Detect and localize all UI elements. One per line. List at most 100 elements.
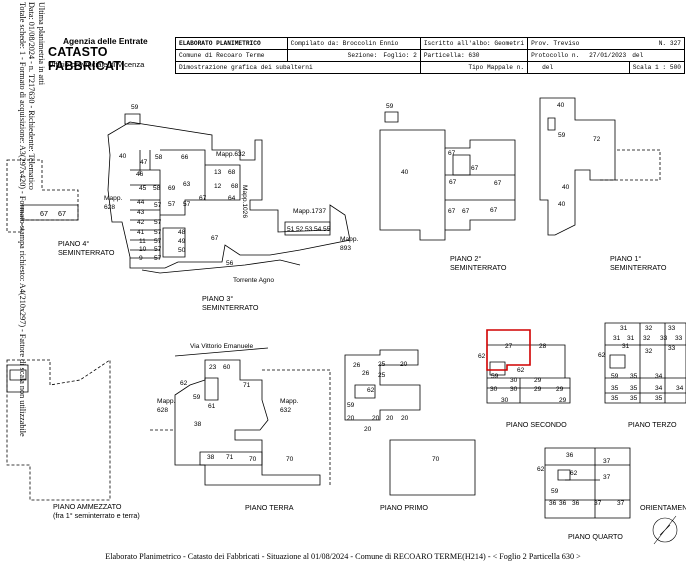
number-unit: 62 (517, 367, 525, 374)
number-unit: 67 (40, 209, 48, 218)
protocol-label: Protocollo n. (531, 52, 580, 59)
number-unit: 62 (598, 352, 606, 359)
number-unit: 57 (168, 201, 176, 208)
number-unit: 57 (154, 238, 162, 245)
label-mapp-632: Mapp.632 (216, 151, 246, 158)
mapp-1737-unit: 51 (287, 226, 295, 233)
number-unit: 66 (181, 154, 189, 161)
number-unit: 41 (137, 229, 145, 236)
number-unit: 30 (510, 377, 518, 384)
label-mapp-632-terra: Mapp. 632 (280, 398, 299, 414)
label-piano-terra: PIANO TERRA (245, 503, 294, 512)
mapp-1737-unit: 54 (314, 226, 322, 233)
highlighted-unit-27 (486, 329, 531, 371)
number-unit: 36 (566, 452, 574, 459)
number-unit: 59 (491, 373, 499, 380)
number-unit: 20 (401, 415, 409, 422)
number-unit: 26 (353, 362, 361, 369)
mapp-1737-unit: 55 (323, 226, 331, 233)
number-unit: 11 (139, 238, 146, 245)
number-unit: 20 (347, 415, 355, 422)
label-orientamento: ORIENTAMENTO (640, 503, 686, 512)
number-unit: 67 (58, 209, 66, 218)
number-unit: 46 (136, 171, 144, 178)
label-piano2-seminterrato: PIANO 2° SEMINTERRATO (450, 254, 507, 272)
plan-piano-quarto (544, 447, 631, 519)
number-unit: 36 (572, 500, 580, 507)
number-unit: 59 (611, 373, 619, 380)
plan-piano-primo (344, 349, 476, 496)
number-unit: 61 (208, 403, 216, 410)
number-unit: 35 (611, 395, 619, 402)
number-unit: 33 (660, 335, 668, 342)
number-unit: 32 (645, 348, 653, 355)
number-unit: 67 (462, 208, 470, 215)
number-unit: 71 (226, 454, 234, 461)
number-unit: 35 (611, 385, 619, 392)
number-unit: 33 (668, 345, 676, 352)
number-unit: 33 (668, 325, 676, 332)
number-unit: 43 (137, 209, 145, 216)
number-unit: 40 (401, 169, 409, 176)
number-unit: 57 (183, 201, 191, 208)
number-unit: 28 (539, 343, 547, 350)
compass-rose (652, 515, 678, 545)
number-unit: 71 (243, 382, 251, 389)
number-unit: 25 (378, 361, 386, 368)
number-unit: 49 (178, 238, 186, 245)
label-mapp-1737: Mapp.1737 (293, 208, 326, 215)
number-unit: 70 (249, 456, 257, 463)
label-mapp-1026: Mapp.1026 (241, 185, 248, 218)
protocol-date: 27/01/2023 (589, 52, 627, 59)
number-unit: 35 (630, 373, 638, 380)
number-unit: 59 (193, 394, 201, 401)
label-mapp-893: Mapp. 893 (340, 236, 359, 252)
logo-title: CATASTO FABBRICATI (48, 45, 125, 73)
number-unit: 68 (228, 169, 236, 176)
scale: Scala 1 : 500 (628, 61, 686, 74)
plan-piano4-seminterrato (6, 159, 79, 233)
number-unit: 35 (655, 395, 663, 402)
number-unit: 38 (194, 421, 202, 428)
unit-27-highlighted: 27 (505, 343, 513, 350)
number-unit: 34 (676, 385, 684, 392)
tipo-del: del (527, 61, 630, 74)
number-unit: 59 (558, 132, 566, 139)
label-torrente-agno: Torrente Agno (233, 277, 275, 284)
number-unit: 29 (534, 377, 542, 384)
number-unit: 20 (386, 415, 394, 422)
number-unit: 35 (630, 385, 638, 392)
label-piano-quarto: PIANO QUARTO (568, 532, 623, 541)
number-unit: 58 (155, 154, 163, 161)
label-piano-secondo: PIANO SECONDO (506, 420, 567, 429)
number-unit: 37 (594, 500, 602, 507)
plan-piano-ammezzato (6, 359, 111, 501)
label-mapp-628: Mapp. 628 (104, 195, 123, 211)
number-unit: 57 (154, 229, 162, 236)
number-unit: 36 (559, 500, 567, 507)
number-unit: 67 (448, 208, 456, 215)
number-unit: 42 (137, 219, 145, 226)
document-header: ELABORATO PLANIMETRICO Compilato da: Bro… (175, 37, 686, 74)
number-unit: 37 (603, 474, 611, 481)
agency-logo: Agenzia delle Entrate CATASTO FABBRICATI… (40, 36, 170, 73)
number-unit: 31 (613, 335, 621, 342)
number-unit: 13 (214, 169, 222, 176)
number-unit: 63 (183, 181, 191, 188)
number-unit: 70 (286, 456, 294, 463)
mapp-1737-unit: 53 (305, 226, 313, 233)
plan-piano2-seminterrato (379, 111, 516, 241)
number-unit: 67 (199, 195, 207, 202)
label-piano4-seminterrato: PIANO 4° SEMINTERRATO (58, 239, 115, 257)
label-via-vittorio-emanuele: Via Vittorio Emanuele (190, 343, 254, 350)
number-unit: 67 (211, 235, 219, 242)
number-unit: 67 (449, 179, 457, 186)
label-piano-primo: PIANO PRIMO (380, 503, 428, 512)
number-unit: 62 (478, 353, 486, 360)
mapp-1737-unit: 52 (296, 226, 304, 233)
number-unit: 45 (139, 185, 147, 192)
label-mapp-628-terra: Mapp. 628 (157, 398, 176, 414)
number-unit: 30 (510, 386, 518, 393)
number-unit: 29 (559, 397, 567, 404)
